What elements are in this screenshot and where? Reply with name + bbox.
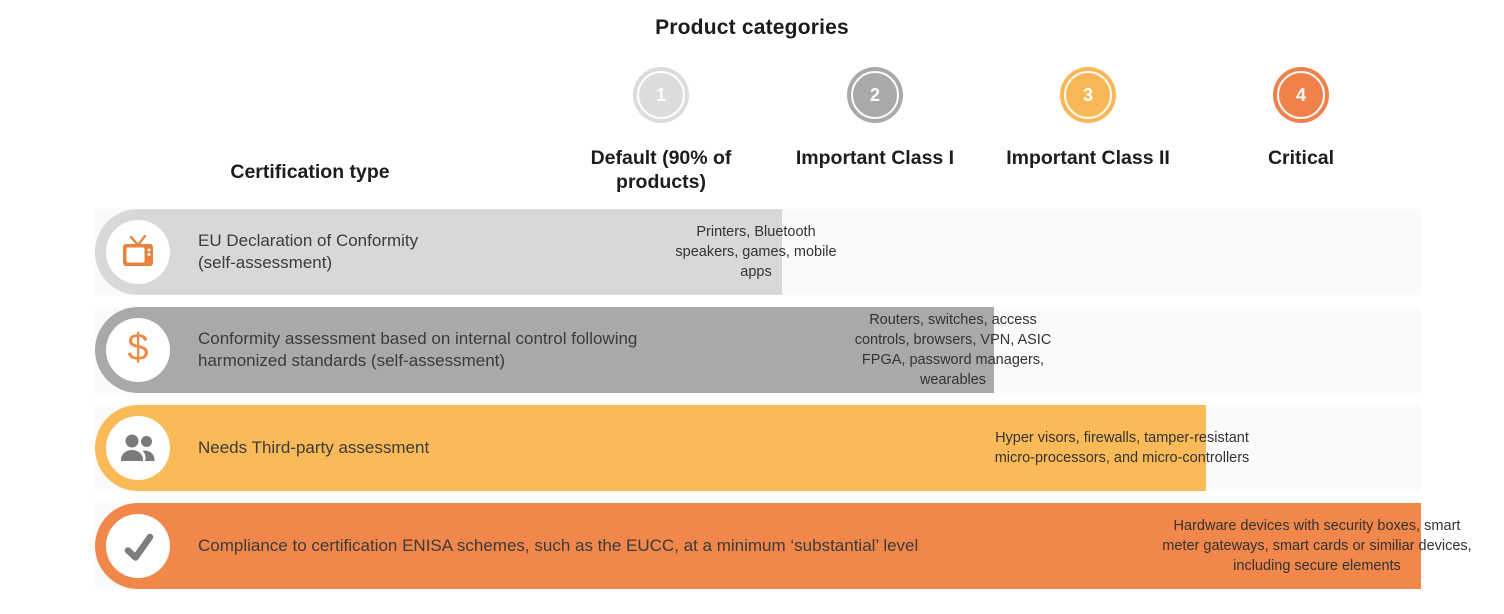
category-circle-2: 2 xyxy=(847,67,903,123)
page-title: Product categories xyxy=(655,16,849,39)
row-icon-badge xyxy=(106,514,170,578)
category-circle-4: 4 xyxy=(1273,67,1329,123)
circle-ring xyxy=(637,71,685,119)
certification-label: Compliance to certification ENISA scheme… xyxy=(198,535,919,555)
circle-ring xyxy=(1064,71,1112,119)
product-examples: Hyper visors, firewalls, tamper-resistan… xyxy=(994,430,1250,466)
dollar-icon: $ xyxy=(127,327,149,369)
row-icon-badge xyxy=(106,220,170,284)
row-bar: Needs Third-party assessment Hyper visor… xyxy=(95,405,1249,491)
circle-ring xyxy=(1277,71,1325,119)
check-icon xyxy=(124,533,154,561)
product-examples: Printers, Bluetooth speakers, games, mob… xyxy=(675,224,837,280)
row-bar: $ Conformity assessment based on interna… xyxy=(95,307,1051,393)
people-icon xyxy=(121,434,155,461)
certification-label: Needs Third-party assessment xyxy=(198,437,430,457)
column-header-important-class-2: Important Class II xyxy=(1006,147,1170,169)
circle-ring xyxy=(851,71,899,119)
row-icon-badge xyxy=(106,416,170,480)
table-row: Compliance to certification ENISA scheme… xyxy=(95,503,1472,589)
category-circle-3: 3 xyxy=(1060,67,1116,123)
row-bar: EU Declaration of Conformity (self-asses… xyxy=(95,209,837,295)
tv-icon xyxy=(123,235,153,266)
category-circle-1: 1 xyxy=(633,67,689,123)
column-header-important-class-1: Important Class I xyxy=(795,147,955,169)
row-icon-badge: $ xyxy=(106,318,170,382)
column-header-default: Default (90% of products) xyxy=(590,147,732,193)
column-header-certification-type: Certification type xyxy=(230,161,390,183)
product-examples: Routers, switches, access controls, brow… xyxy=(854,312,1052,388)
product-examples: Hardware devices with security boxes, sm… xyxy=(1162,518,1472,574)
certification-label: EU Declaration of Conformity (self-asses… xyxy=(198,230,419,272)
table-row: Needs Third-party assessment Hyper visor… xyxy=(95,405,1421,491)
row-bar: Compliance to certification ENISA scheme… xyxy=(95,503,1472,589)
column-header-critical: Critical xyxy=(1267,147,1335,169)
table-row: EU Declaration of Conformity (self-asses… xyxy=(95,209,1421,295)
certification-label: Conformity assessment based on internal … xyxy=(198,328,638,370)
table-row: $ Conformity assessment based on interna… xyxy=(95,307,1421,393)
